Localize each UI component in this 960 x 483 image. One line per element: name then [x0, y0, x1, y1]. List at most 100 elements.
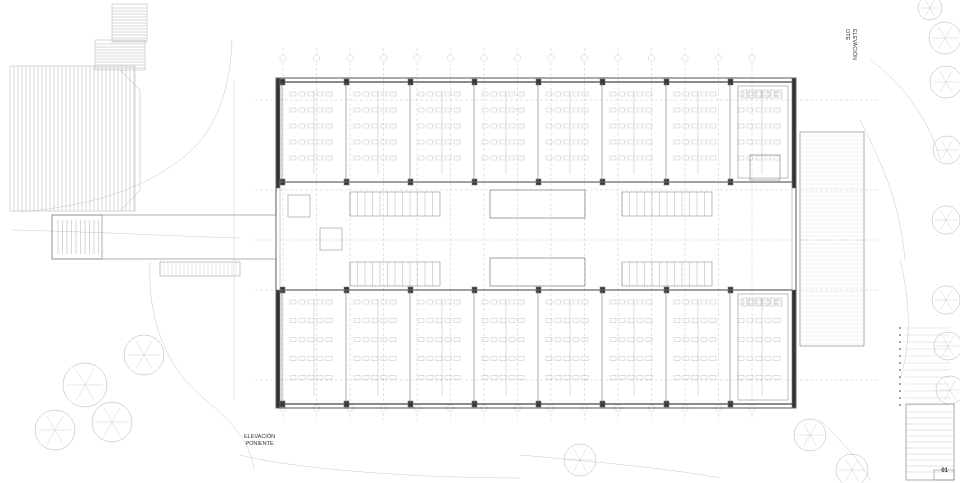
title-block: [899, 327, 955, 481]
south-wing-desk: [709, 356, 717, 361]
south-wing-desk: [627, 337, 635, 342]
tree-branch: [925, 7, 931, 17]
south-wing-desk: [444, 356, 452, 361]
north-wing-desk: [435, 107, 443, 113]
south-wing-desk: [709, 337, 717, 342]
grid-bubble-top: [614, 54, 622, 62]
north-wing-desk: [545, 107, 553, 113]
south-wing-desk: [773, 337, 781, 342]
north-wing-desk: [554, 107, 562, 113]
north-wing-desk: [444, 91, 452, 97]
south-wing-desk: [362, 337, 370, 342]
south-wing-desk: [481, 337, 489, 342]
south-wing-desk: [517, 375, 525, 380]
tree-branch: [940, 219, 947, 230]
north-wing-desk: [645, 123, 653, 129]
north-wing-desk: [581, 91, 589, 97]
south-wing-desk: [755, 337, 763, 342]
south-wing-desk: [636, 299, 644, 305]
south-wing-desk: [554, 337, 562, 342]
south-wing-desk: [609, 299, 617, 305]
south-wing-desk: [380, 337, 388, 342]
south-wing-desk: [508, 356, 516, 361]
grid-bubble-top: [547, 54, 555, 62]
south-wing-desk: [289, 375, 297, 380]
north-wing-desk: [627, 139, 635, 145]
north-wing-desk: [691, 91, 699, 97]
south-wing-desk: [691, 337, 699, 342]
north-wing-desk: [508, 91, 516, 97]
south-wing-desk: [371, 299, 379, 305]
tree-branch: [573, 459, 581, 472]
south-wing-desk: [609, 337, 617, 342]
legend-bullet: [899, 390, 901, 392]
courtyard-south: [489, 257, 586, 287]
north-wing-desk: [307, 91, 315, 97]
north-wing-desk: [426, 139, 434, 145]
south-wing-desk: [490, 356, 498, 361]
south-wing-desk: [499, 318, 507, 323]
south-wing-column: [407, 400, 414, 408]
north-wing-wc-stall: [755, 89, 762, 99]
elevation-east-text: ELEVACIÓN OTE: [844, 29, 858, 61]
south-wing-desk: [435, 318, 443, 323]
north-wing-services-block: [737, 85, 789, 179]
north-wing-desk: [316, 139, 324, 145]
north-wing-desk: [645, 91, 653, 97]
north-wing-desk: [325, 139, 333, 145]
south-wing-desk: [700, 375, 708, 380]
school-building-plan: [51, 77, 865, 409]
south-wing-desk: [572, 356, 580, 361]
south-wing-desk: [453, 337, 461, 342]
south-wing-desk: [371, 318, 379, 323]
south-wing-desk: [700, 299, 708, 305]
tree-branch: [944, 380, 951, 391]
south-wing-desk: [490, 337, 498, 342]
north-wing-desk: [645, 107, 653, 113]
north-wing-desk: [572, 91, 580, 97]
north-wing-desk: [737, 155, 745, 161]
north-wing-desk: [380, 107, 388, 113]
south-wing-desk: [554, 375, 562, 380]
north-wing-desk: [289, 91, 297, 97]
south-wing-desk: [737, 375, 745, 380]
tree-canopy: [62, 362, 108, 408]
north-wing-desk: [435, 123, 443, 129]
tree-branch: [103, 421, 113, 436]
legend-bullet: [899, 348, 901, 350]
north-wing-desk: [609, 139, 617, 145]
south-wing-column: [535, 400, 542, 408]
north-wing-desk: [444, 123, 452, 129]
east-terrace: [799, 131, 865, 347]
tree-canopy: [793, 418, 827, 452]
south-wing-desk: [499, 356, 507, 361]
south-wing-desk: [371, 375, 379, 380]
north-wing-desk: [627, 123, 635, 129]
north-wing-desk: [627, 155, 635, 161]
north-wing-desk: [417, 139, 425, 145]
north-wing-desk: [691, 155, 699, 161]
north-wing-wc-stall: [762, 89, 769, 99]
tree-branch: [46, 429, 56, 444]
south-wing-desk: [316, 375, 324, 380]
north-wing-desk: [563, 107, 571, 113]
north-wing-column: [343, 78, 350, 86]
north-wing-desk: [737, 123, 745, 129]
south-wing-desk: [673, 318, 681, 323]
tree-canopy: [91, 401, 133, 443]
north-wing-desk: [645, 139, 653, 145]
north-wing-desk: [389, 91, 397, 97]
south-wing-desk: [444, 337, 452, 342]
south-wing-desk: [362, 318, 370, 323]
south-wing-desk: [691, 375, 699, 380]
legend-bullet: [899, 362, 901, 364]
south-wing-desk: [307, 299, 315, 305]
north-wing-desk: [453, 91, 461, 97]
north-wing-desk: [609, 107, 617, 113]
north-wing-desk: [517, 123, 525, 129]
wall-east-south: [791, 289, 797, 409]
tree-branch: [945, 290, 952, 301]
south-wing-desk: [517, 299, 525, 305]
north-wing-desk: [755, 123, 763, 129]
south-wing-desk: [517, 356, 525, 361]
